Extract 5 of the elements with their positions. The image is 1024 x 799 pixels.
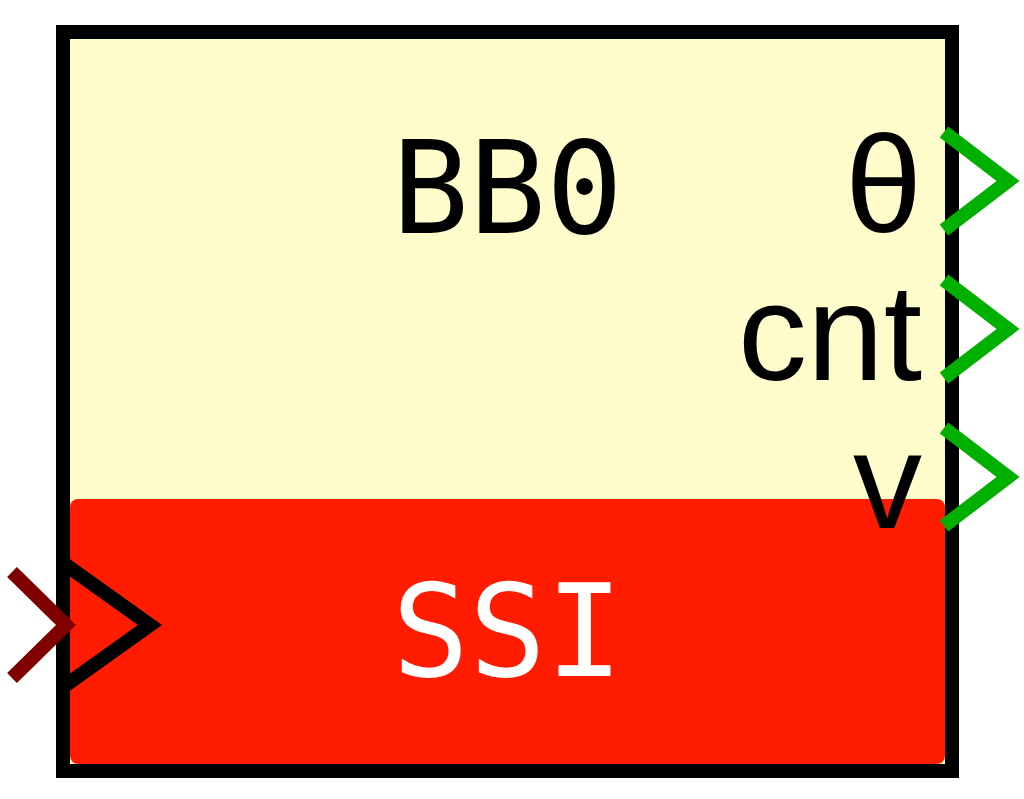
block-box [56, 25, 959, 778]
block-title: BB0 [391, 125, 624, 253]
band-label: SSI [391, 567, 624, 696]
port-label: cnt [737, 263, 922, 401]
port-label: θ [845, 115, 922, 253]
